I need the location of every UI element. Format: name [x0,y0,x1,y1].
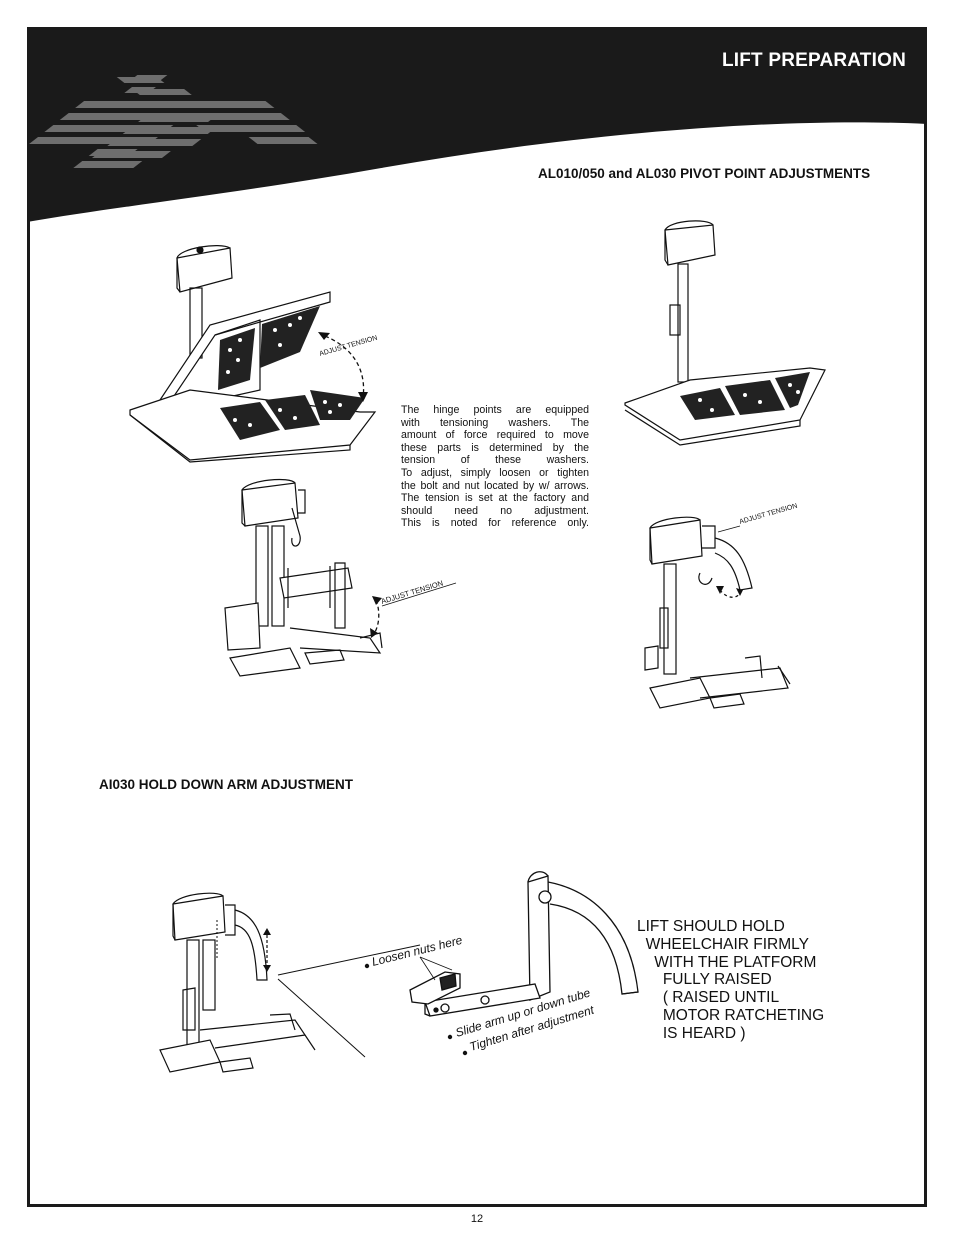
callouts: Loosen nuts here Slide arm up or down tu… [364,933,596,1056]
figure-arm-closeup [409,871,639,1017]
note-line: FULLY RAISED [637,971,772,989]
note-line: WHEELCHAIR FIRMLY [637,935,809,953]
para-line: the bolt and nut located by w/ arrows. [401,479,589,492]
para-line: The tension is set at the factory and [401,492,589,505]
figure-hold-down-small [159,892,316,1073]
para-line: amount of force required to move [401,429,589,442]
page-number: 12 [470,1213,484,1225]
hold-firmly-note: LIFT SHOULD HOLD WHEELCHAIR FIRMLY WITH … [637,918,824,1043]
pivot-section-title: AL010/050 and AL030 PIVOT POINT ADJUSTME… [538,166,871,181]
para-line: should need no adjustment. [401,504,589,517]
note-line: LIFT SHOULD HOLD [637,918,785,935]
para-line: with tensioning washers. The [401,416,589,429]
logo-icon [29,75,318,168]
note-line: IS HEARD ) [637,1024,746,1042]
note-line: MOTOR RATCHETING [637,1006,825,1024]
adjust-tension-label-2: ADJUST TENSION [380,578,444,605]
zoom-guide-lines [277,944,421,1058]
para-line: This is noted for reference only. [401,517,589,530]
adjust-tension-label-3: ADJUST TENSION [739,503,799,526]
header-title: LIFT PREPARATION [721,50,906,71]
para-line: To adjust, simply loosen or tighten [401,466,589,479]
para-line: The hinge points are equipped [401,404,589,416]
figure-hold-down-right: ADJUST TENSION [644,503,799,709]
note-line: ( RAISED UNTIL [637,989,780,1007]
figure-hold-down-left: ADJUST TENSION [224,478,457,677]
adjust-tension-label-1: ADJUST TENSION [319,335,379,358]
figure-platform-down [624,220,826,446]
para-line: these parts is determined by the [401,441,589,454]
hold-down-section-title: AI030 HOLD DOWN ARM ADJUSTMENT [99,777,354,792]
note-line: WITH THE PLATFORM [637,953,817,971]
figure-platform-folding: ADJUST TENSION [129,245,379,463]
callout-loosen-nuts: Loosen nuts here [370,933,464,969]
para-line: tension of these washers. [401,454,589,467]
header-band [27,27,927,222]
pivot-paragraph: The hinge points are equipped with tensi… [401,404,589,530]
